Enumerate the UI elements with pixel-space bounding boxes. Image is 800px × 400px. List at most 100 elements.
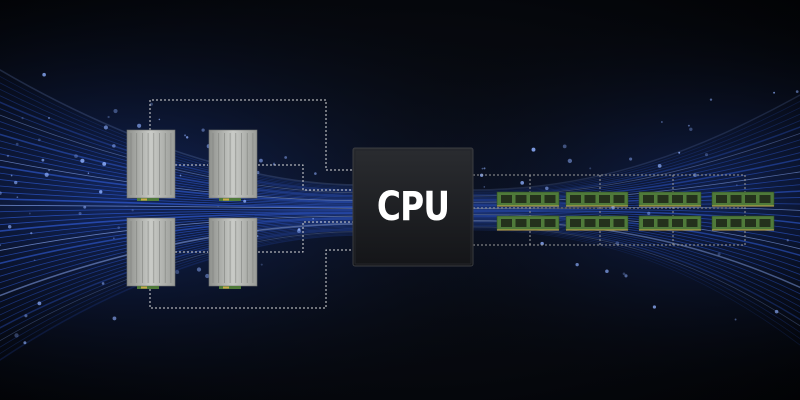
stream-line <box>469 209 800 218</box>
gpu-module-pin <box>141 286 147 289</box>
memory-chip <box>745 219 756 227</box>
stream-particle <box>16 196 19 199</box>
stream-particle <box>47 116 51 120</box>
right-connectors <box>473 174 746 246</box>
stream-particle <box>314 172 317 175</box>
stream-particle <box>562 144 567 149</box>
stream-line <box>0 179 361 205</box>
memory-dimm <box>711 215 775 231</box>
stream-line <box>0 121 361 195</box>
memory-chip <box>686 195 698 203</box>
stream-particle <box>260 263 263 266</box>
stream-particle <box>24 314 28 318</box>
gpu-module-connector <box>137 198 159 201</box>
stream-line <box>0 214 361 245</box>
connector-module-2 <box>258 164 353 191</box>
stream-particle <box>284 156 288 159</box>
stream-line <box>0 192 361 207</box>
stream-particle <box>201 128 205 132</box>
memory-chip <box>613 219 625 227</box>
stream-particle <box>483 167 486 170</box>
stream-particle <box>622 272 626 276</box>
memory-dimm <box>711 191 775 207</box>
stream-particle <box>41 158 45 162</box>
stream-line <box>469 107 800 193</box>
stream-line <box>0 226 361 316</box>
stream-line <box>0 222 361 290</box>
stream-particle <box>21 117 24 120</box>
stream-particle <box>689 127 693 131</box>
stream-line <box>0 216 361 258</box>
stream-particle <box>243 199 247 203</box>
memory-chip <box>759 195 771 203</box>
memory-dimm-group <box>496 191 775 231</box>
stream-line <box>469 229 800 346</box>
gpu-module-body <box>208 129 258 199</box>
gpu-module <box>208 217 258 289</box>
memory-chip <box>501 195 512 203</box>
stream-particle <box>28 212 31 215</box>
gpu-module-body <box>208 217 258 287</box>
stream-particle <box>101 282 105 285</box>
stream-particle <box>709 98 713 101</box>
stream-particle <box>795 90 799 93</box>
stream-line <box>469 94 800 191</box>
stream-line <box>469 228 800 339</box>
memory-chip <box>584 219 596 227</box>
stream-particle <box>605 269 609 273</box>
stream-particle <box>6 154 10 158</box>
memory-chip <box>716 195 727 203</box>
stream-particle <box>80 158 85 163</box>
memory-chip <box>530 195 541 203</box>
memory-chip <box>584 195 596 203</box>
stream-particle <box>48 169 51 172</box>
stream-particle <box>112 144 116 148</box>
memory-bus-outline <box>473 174 746 246</box>
memory-chip <box>657 195 669 203</box>
stream-line <box>0 231 361 342</box>
stream-particle <box>520 181 525 185</box>
memory-chip <box>730 195 742 203</box>
stream-line <box>0 217 361 265</box>
stream-line <box>0 234 361 361</box>
memory-chip <box>672 195 683 203</box>
stream-line <box>0 208 361 213</box>
gpu-module-body <box>126 217 176 287</box>
memory-chip <box>672 219 683 227</box>
stream-particle <box>734 318 737 321</box>
stream-line <box>0 198 361 209</box>
stream-particle <box>117 226 121 229</box>
stream-particle <box>657 164 662 168</box>
stream-particle <box>131 209 134 212</box>
stream-particle <box>103 125 108 130</box>
stream-particle <box>0 244 2 246</box>
memory-dimm <box>496 191 560 207</box>
stream-particle <box>661 121 663 123</box>
memory-chip <box>730 219 742 227</box>
memory-chip <box>643 195 654 203</box>
stream-line <box>0 224 361 303</box>
stream-particle <box>545 186 549 191</box>
stream-particle <box>37 138 41 142</box>
stream-particle <box>652 305 657 309</box>
stream-particle <box>575 263 579 267</box>
stream-particle <box>44 172 49 177</box>
memory-chip <box>570 219 581 227</box>
stream-particle <box>257 230 259 232</box>
memory-chip <box>686 219 698 227</box>
memory-chip <box>613 195 625 203</box>
stream-line <box>0 230 361 335</box>
cpu-chip-bevel <box>354 149 472 265</box>
stream-particle <box>113 237 115 239</box>
gpu-module-connector <box>219 286 241 289</box>
stream-line <box>0 153 361 200</box>
stream-particle <box>179 174 182 177</box>
gpu-module-body <box>126 129 176 199</box>
stream-particle <box>149 102 153 106</box>
stream-line <box>0 82 361 188</box>
stream-particle <box>717 252 721 256</box>
stream-particle <box>774 309 779 314</box>
gpu-module <box>208 129 258 201</box>
